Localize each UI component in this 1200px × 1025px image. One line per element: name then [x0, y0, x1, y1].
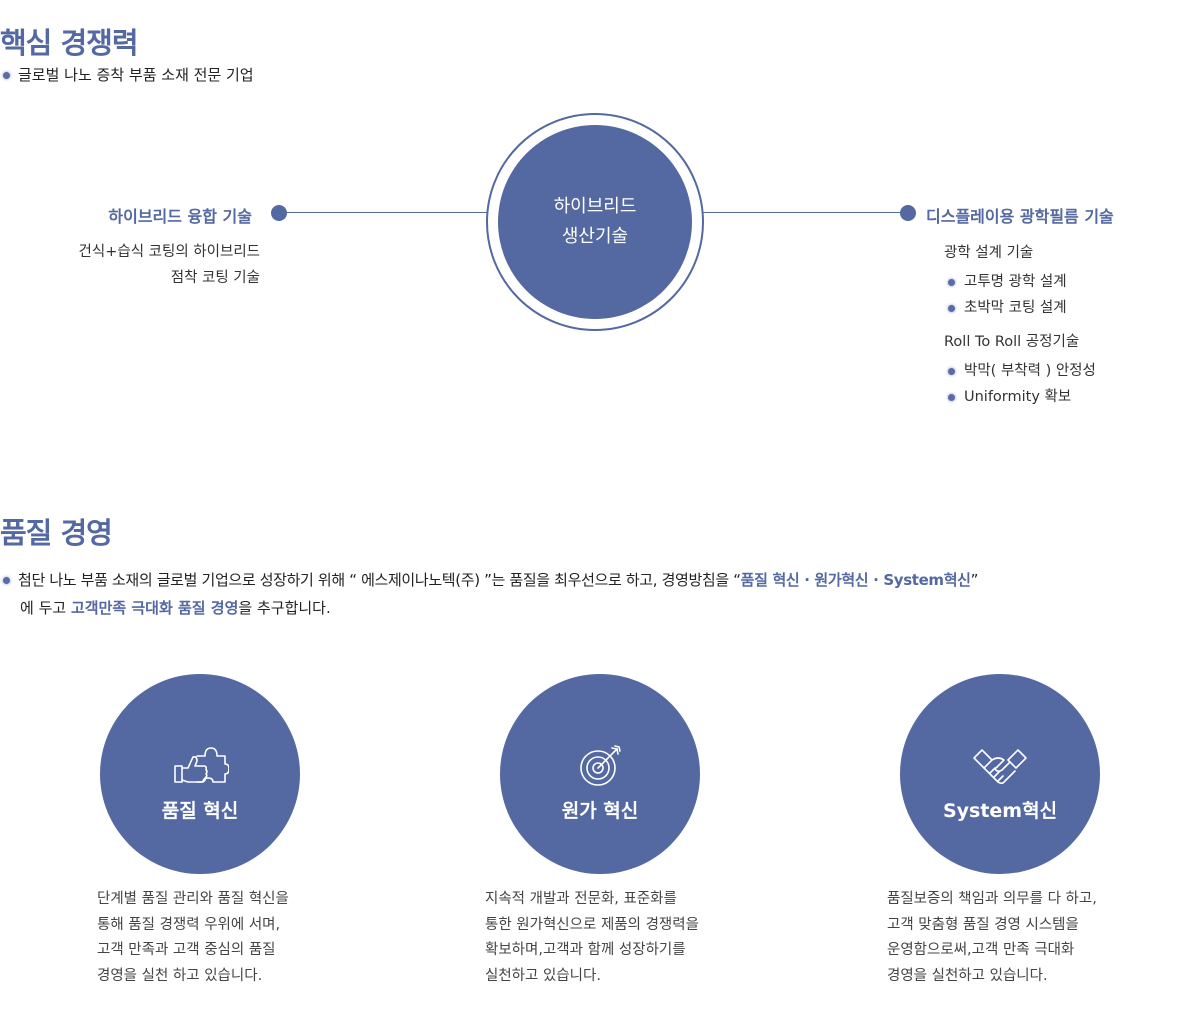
desc-line: 운영함으로써,고객 만족 극대화: [887, 942, 1075, 958]
bullet-icon: [948, 367, 955, 375]
desc-line: 지속적 개발과 전문화, 표준화를: [485, 891, 677, 907]
desc-line: 단계별 품질 관리와 품질 혁신을: [97, 891, 289, 907]
desc-line: 품질보증의 책임과 의무를 다 하고,: [887, 891, 1097, 907]
quality-goal-highlight: 고객만족 극대화 품질 경영: [70, 599, 239, 617]
bullet-icon: [3, 72, 10, 79]
card-label: 원가 혁신: [561, 799, 639, 822]
quality-intro-text: ”: [970, 571, 979, 589]
bullet-icon: [948, 278, 955, 286]
card-label: System혁신: [942, 799, 1058, 822]
desc-line: 고객 만족과 고객 중심의 품질: [97, 942, 276, 958]
left-node-dot: [271, 205, 287, 221]
quality-intro-text: 첨단 나노 부품 소재의 글로벌 기업으로 성장하기 위해 “ 에스제이나노텍(…: [18, 571, 741, 589]
card-label: 품질 혁신: [161, 799, 239, 822]
bullet-icon: [948, 304, 955, 312]
right-group-heading: Roll To Roll 공정기술: [944, 334, 1080, 350]
center-line-2: 생산기술: [561, 226, 629, 247]
desc-line: 고객 맞춤형 품질 경영 시스템을: [887, 916, 1079, 933]
quality-innovation-circle: 품질 혁신: [100, 674, 300, 874]
left-connector-line: [286, 212, 488, 213]
bullet-icon: [3, 577, 10, 584]
desc-line: 경영을 실천 하고 있습니다.: [97, 967, 263, 984]
right-list-item-text: Uniformity 확보: [964, 389, 1072, 405]
center-line-1: 하이브리드: [553, 196, 637, 217]
right-node-dot: [900, 205, 916, 221]
left-title: 하이브리드 융합 기술: [108, 207, 252, 226]
core-intro-text: 글로벌 나노 증착 부품 소재 전문 기업: [18, 66, 254, 84]
puzzle-thumb-icon: [174, 746, 229, 783]
desc-line: 통해 품질 경쟁력 우위에 서며,: [97, 916, 281, 933]
right-list-item: 초박막 코팅 설계: [948, 296, 1067, 317]
handshake-icon: [973, 748, 1027, 784]
quality-intro: 첨단 나노 부품 소재의 글로벌 기업으로 성장하기 위해 “ 에스제이나노텍(…: [3, 566, 1193, 622]
right-list-item: 박막( 부착력 ) 안정성: [948, 359, 1096, 380]
system-innovation-circle: System혁신: [900, 674, 1100, 874]
right-group-heading: 광학 설계 기술: [944, 245, 1034, 261]
right-list-item-text: 초박막 코팅 설계: [964, 300, 1067, 316]
desc-line: 통한 원가혁신으로 제품의 경쟁력을: [485, 916, 699, 933]
right-connector-line: [702, 212, 908, 213]
desc-line: 확보하며,고객과 함께 성장하기를: [485, 942, 686, 958]
quality-intro-text: 에 두고: [20, 599, 71, 617]
left-desc-line: 점착 코팅 기술: [170, 270, 260, 286]
target-arrow-icon: [580, 744, 621, 786]
desc-line: 경영을 실천하고 있습니다.: [887, 967, 1048, 984]
left-desc-line: 건식+습식 코팅의 하이브리드: [78, 244, 260, 260]
right-title: 디스플레이용 광학필름 기술: [926, 207, 1114, 226]
bullet-icon: [948, 393, 955, 401]
center-outer-ring: [486, 113, 704, 331]
section-title-core: 핵심 경쟁력: [0, 26, 138, 60]
core-intro: 글로벌 나노 증착 부품 소재 전문 기업: [3, 64, 254, 85]
quality-policy-highlight: 품질 혁신 · 원가혁신 · System혁신: [740, 571, 971, 589]
left-desc: 건식+습식 코팅의 하이브리드 점착 코팅 기술: [79, 239, 260, 291]
quality-intro-text: 을 추구합니다.: [238, 599, 331, 617]
section-title-quality: 품질 경영: [0, 516, 113, 550]
center-circle: 하이브리드 생산기술: [498, 125, 692, 319]
right-list-item-text: 고투명 광학 설계: [964, 274, 1067, 290]
card-description: 지속적 개발과 전문화, 표준화를 통한 원가혁신으로 제품의 경쟁력을 확보하…: [485, 887, 699, 989]
right-list-item: Uniformity 확보: [948, 385, 1071, 406]
cost-innovation-circle: 원가 혁신: [500, 674, 700, 874]
right-list-item: 고투명 광학 설계: [948, 270, 1067, 291]
card-description: 단계별 품질 관리와 품질 혁신을 통해 품질 경쟁력 우위에 서며, 고객 만…: [97, 887, 289, 989]
card-description: 품질보증의 책임과 의무를 다 하고, 고객 맞춤형 품질 경영 시스템을 운영…: [887, 887, 1097, 989]
right-list-item-text: 박막( 부착력 ) 안정성: [964, 363, 1096, 379]
desc-line: 실천하고 있습니다.: [485, 967, 601, 984]
